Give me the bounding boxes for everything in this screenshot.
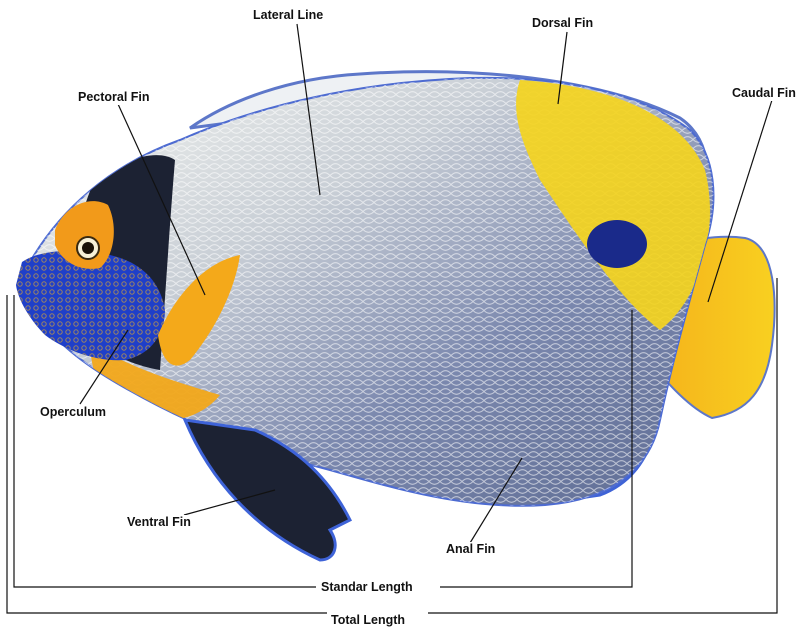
label-standard-length: Standar Length: [318, 580, 416, 595]
label-ventral-fin: Ventral Fin: [124, 515, 194, 530]
eye-spot: [587, 220, 647, 268]
label-total-length: Total Length: [328, 613, 408, 628]
label-operculum: Operculum: [37, 405, 109, 420]
label-pectoral-fin: Pectoral Fin: [75, 90, 153, 105]
label-anal-fin: Anal Fin: [443, 542, 498, 557]
label-lateral-line: Lateral Line: [250, 8, 326, 23]
label-dorsal-fin: Dorsal Fin: [529, 16, 596, 31]
label-caudal-fin: Caudal Fin: [729, 86, 799, 101]
